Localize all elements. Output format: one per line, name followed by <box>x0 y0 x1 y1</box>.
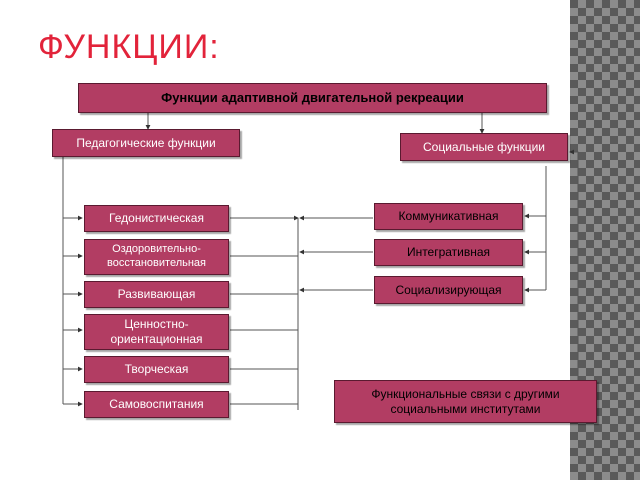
function-label-socializing: Социализирующая <box>395 282 502 297</box>
function-label-hedonistic: Гедонистическая <box>109 211 204 225</box>
function-box-self-education: Самовоспитания <box>84 391 229 418</box>
function-box-integrative: Интегративная <box>374 239 523 266</box>
functional-links-label: Функциональные связи с другими социальны… <box>371 386 560 416</box>
function-box-communicative: Коммуникативная <box>374 203 523 230</box>
function-box-hedonistic: Гедонистическая <box>84 205 229 232</box>
functional-links-box: Функциональные связи с другими социальны… <box>334 380 597 423</box>
function-box-socializing: Социализирующая <box>374 276 523 304</box>
social-functions-box: Социальные функции <box>400 133 568 161</box>
function-label-developing: Развивающая <box>117 287 196 301</box>
function-label-integrative: Интегративная <box>406 245 491 259</box>
function-label-value-orientation: Ценностно- ориентационная <box>110 317 203 346</box>
function-label-health-restorative: Оздоровительно- восстановительная <box>106 243 207 269</box>
function-box-health-restorative: Оздоровительно- восстановительная <box>84 239 229 275</box>
pedagogical-functions-box: Педагогические функции <box>52 129 240 157</box>
function-label-creative: Творческая <box>124 362 189 376</box>
links-feedback-arrow <box>569 149 597 403</box>
function-label-communicative: Коммуникативная <box>398 209 499 223</box>
function-box-developing: Развивающая <box>84 281 229 308</box>
pedagogical-functions-label: Педагогические функции <box>76 135 216 150</box>
social-functions-label: Социальные функции <box>423 139 545 154</box>
function-label-self-education: Самовоспитания <box>109 397 204 411</box>
root-box: Функции адаптивной двигательной рекреаци… <box>78 83 547 113</box>
root-label: Функции адаптивной двигательной рекреаци… <box>161 89 464 105</box>
slide-title: ФУНКЦИИ: <box>38 28 220 66</box>
function-box-creative: Творческая <box>84 356 229 383</box>
function-box-value-orientation: Ценностно- ориентационная <box>84 314 229 350</box>
